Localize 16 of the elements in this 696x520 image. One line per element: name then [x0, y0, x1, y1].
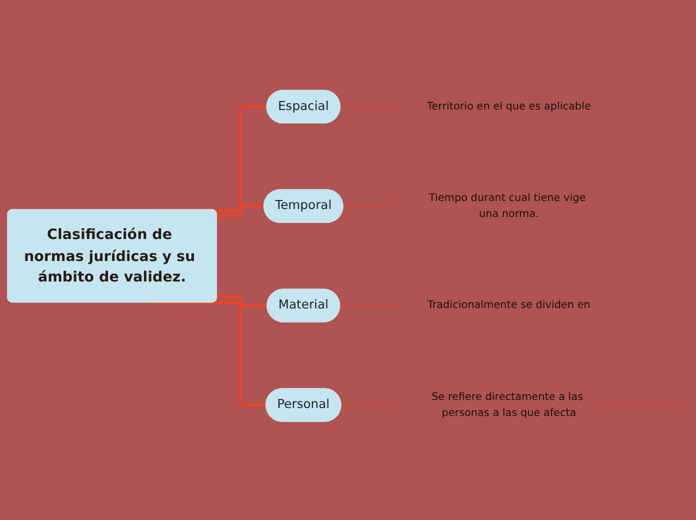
connector-line [340, 106, 400, 108]
note-text: Se refiere directamente a las personas a las que afecta [432, 390, 584, 419]
connector-line [152, 301, 268, 408]
connector-line [341, 404, 392, 406]
note-text: Tradicionalmente se dividen en [428, 298, 590, 312]
note-text: Tiempo durant cual tiene vige una norma. [428, 192, 586, 220]
connector-line [343, 206, 392, 208]
connector-line [340, 305, 400, 307]
topic-pill: Personal [265, 388, 342, 422]
note-text: Territorio en el que es aplicable [427, 100, 591, 112]
central-topic-box: Clasificación de normas jurídicas y su ámbito de validez. [7, 209, 217, 303]
topic-pill: Espacial [266, 90, 340, 124]
topic-pill: Temporal [263, 190, 344, 224]
topic-pill: Material [266, 288, 340, 323]
connector-line [601, 404, 676, 406]
connector-line [216, 296, 269, 308]
